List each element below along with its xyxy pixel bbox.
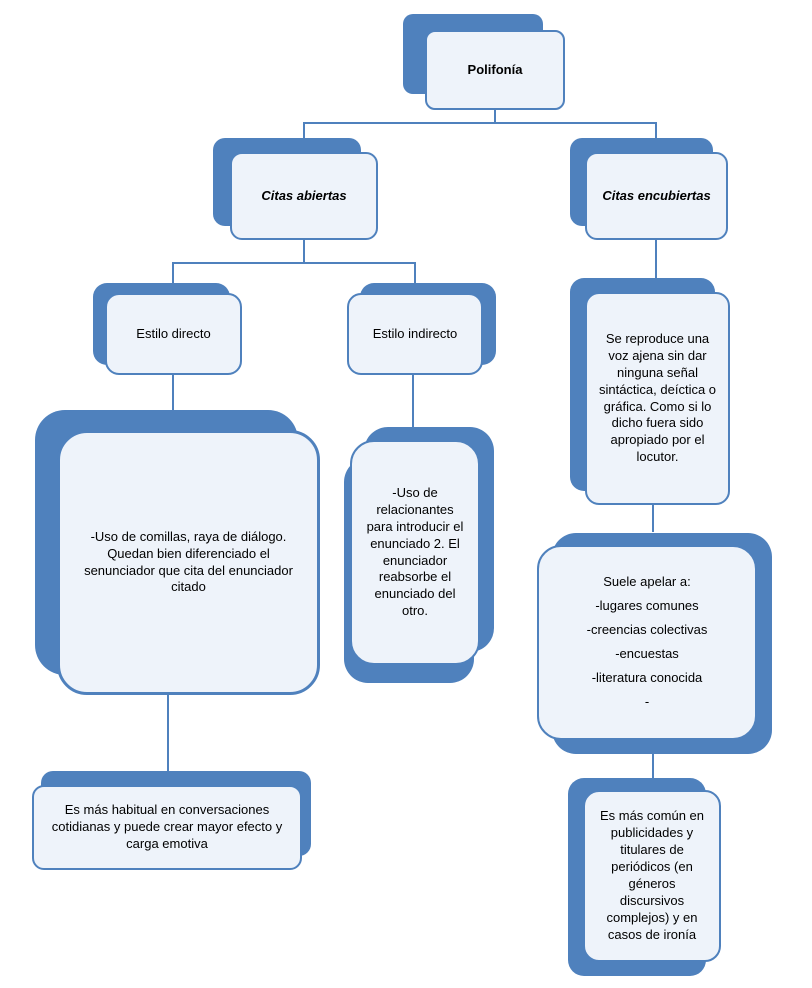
connector-level1-horizontal bbox=[303, 122, 657, 124]
node-habitual-text: Es más habitual en conversaciones cotidi… bbox=[51, 802, 283, 851]
node-directo-desc-box[interactable]: -Uso de comillas, raya de diálogo. Queda… bbox=[57, 430, 320, 695]
node-estilo-indirecto-label: Estilo indirecto bbox=[372, 325, 458, 341]
node-directo-desc-text: -Uso de comillas, raya de diálogo. Queda… bbox=[84, 528, 293, 595]
node-citas-abiertas: Citas abiertas bbox=[213, 138, 378, 240]
node-estilo-indirecto: Estilo indirecto bbox=[347, 283, 496, 375]
node-encubiertas-desc-text: Se reproduce una voz ajena sin dar ningu… bbox=[598, 330, 717, 465]
node-directo-desc: -Uso de comillas, raya de diálogo. Queda… bbox=[35, 410, 320, 695]
node-indirecto-desc-box[interactable]: -Uso de relacionantes para introducir el… bbox=[350, 440, 480, 665]
node-estilo-directo-label: Estilo directo bbox=[136, 325, 211, 341]
node-habitual: Es más habitual en conversaciones cotidi… bbox=[32, 771, 311, 870]
node-estilo-indirecto-box[interactable]: Estilo indirecto bbox=[347, 293, 483, 375]
node-encubiertas-desc: Se reproduce una voz ajena sin dar ningu… bbox=[570, 278, 730, 505]
node-polifonia-label: Polifonía bbox=[467, 61, 523, 77]
node-citas-abiertas-label: Citas abiertas bbox=[261, 187, 347, 203]
node-estilo-directo-box[interactable]: Estilo directo bbox=[105, 293, 242, 375]
node-citas-abiertas-box[interactable]: Citas abiertas bbox=[230, 152, 378, 240]
node-citas-encubiertas-label: Citas encubiertas bbox=[602, 187, 711, 203]
suele-apelar-item: -creencias colectivas bbox=[586, 622, 708, 638]
connector-drop-estilo-directo bbox=[172, 264, 174, 294]
node-indirecto-desc: -Uso de relacionantes para introducir el… bbox=[344, 427, 494, 683]
suele-apelar-item: -literatura conocida bbox=[591, 669, 703, 685]
connector-citas-abiertas-down bbox=[303, 240, 305, 264]
node-citas-encubiertas: Citas encubiertas bbox=[570, 138, 728, 240]
connector-suele-to-comun bbox=[652, 740, 654, 791]
connector-desc-to-habitual bbox=[167, 695, 169, 772]
node-encubiertas-desc-box[interactable]: Se reproduce una voz ajena sin dar ningu… bbox=[585, 292, 730, 505]
connector-encubiertas-down bbox=[655, 240, 657, 279]
node-indirecto-desc-text: -Uso de relacionantes para introducir el… bbox=[366, 484, 464, 619]
connector-directo-to-desc bbox=[172, 375, 174, 412]
suele-apelar-item: -encuestas bbox=[615, 646, 679, 661]
connector-level2-horizontal bbox=[172, 262, 416, 264]
connector-drop-estilo-indirecto bbox=[414, 264, 416, 294]
node-comun: Es más común en publicidades y titulares… bbox=[568, 778, 721, 976]
suele-apelar-item: -lugares comunes bbox=[595, 598, 699, 614]
node-estilo-directo: Estilo directo bbox=[93, 283, 242, 375]
node-suele-apelar: Suele apelar a: -lugares comunes -creenc… bbox=[537, 533, 772, 754]
node-suele-apelar-box[interactable]: Suele apelar a: -lugares comunes -creenc… bbox=[537, 545, 757, 740]
suele-apelar-title: Suele apelar a: bbox=[603, 574, 691, 590]
connector-encubiertas-to-suele bbox=[652, 505, 654, 532]
node-polifonia-box[interactable]: Polifonía bbox=[425, 30, 565, 110]
node-habitual-box[interactable]: Es más habitual en conversaciones cotidi… bbox=[32, 785, 302, 870]
node-polifonia: Polifonía bbox=[403, 14, 565, 110]
suele-apelar-item: - bbox=[644, 693, 650, 709]
node-citas-encubiertas-box[interactable]: Citas encubiertas bbox=[585, 152, 728, 240]
node-comun-box[interactable]: Es más común en publicidades y titulares… bbox=[583, 790, 721, 962]
node-suele-apelar-content: Suele apelar a: -lugares comunes -creenc… bbox=[587, 567, 708, 717]
connector-indirecto-to-desc bbox=[412, 375, 414, 429]
node-comun-text: Es más común en publicidades y titulares… bbox=[599, 808, 705, 942]
connector-root-down bbox=[494, 110, 496, 124]
